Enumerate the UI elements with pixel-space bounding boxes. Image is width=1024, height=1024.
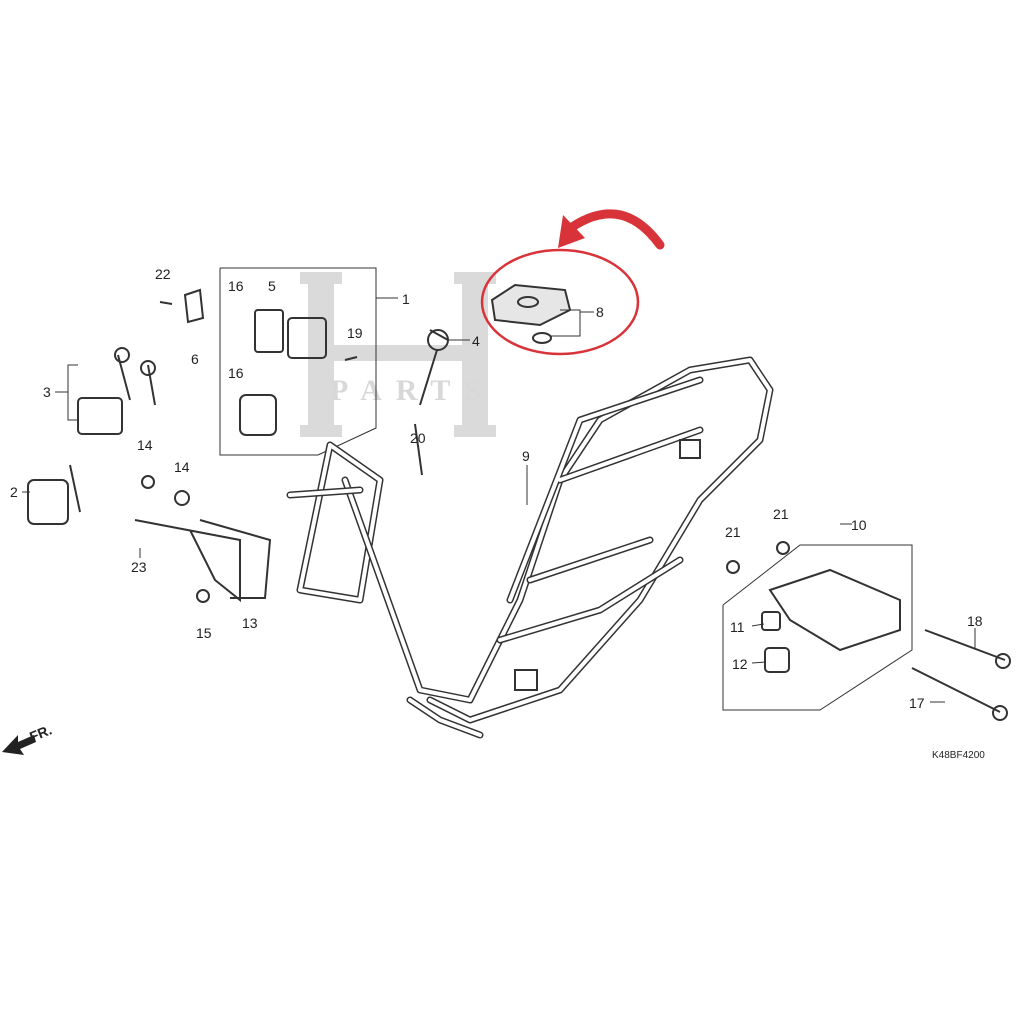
callout-9: 9 [522, 448, 530, 464]
callout-4: 4 [472, 333, 480, 349]
callout-16: 16 [228, 278, 244, 294]
callout-14: 14 [174, 459, 190, 475]
front-label: FR. [27, 721, 54, 744]
diagram-code: K48BF4200 [932, 750, 985, 761]
watermark-logo: PARTS [300, 272, 496, 437]
small-parts [27, 288, 1011, 721]
callout-1: 1 [402, 291, 410, 307]
highlight-circle [480, 248, 640, 356]
callout-8: 8 [596, 304, 604, 320]
highlight-arrow [560, 209, 665, 250]
callout-22: 22 [155, 266, 171, 282]
callout-20: 20 [410, 430, 426, 446]
callout-15: 15 [196, 625, 212, 641]
engine-hanger-group-box [722, 544, 913, 711]
callout-13: 13 [242, 615, 258, 631]
callout-2: 2 [10, 484, 18, 500]
callout-11: 11 [730, 619, 745, 635]
body-frame [286, 356, 774, 739]
callout-21: 21 [725, 524, 741, 540]
callout-21: 21 [773, 506, 789, 522]
callout-19: 19 [347, 325, 363, 341]
callout-23: 23 [131, 559, 147, 575]
leader-lines [22, 297, 976, 703]
key-set-group-box [219, 267, 377, 456]
callout-5: 5 [268, 278, 276, 294]
callout-6: 6 [191, 351, 199, 367]
callout-14: 14 [137, 437, 153, 453]
arrow-head-icon [558, 215, 585, 248]
callout-10: 10 [851, 517, 867, 533]
watermark-text: PARTS [330, 374, 495, 407]
front-direction-indicator: FR. [2, 721, 54, 755]
callout-3: 3 [43, 384, 51, 400]
highlighted-part-8 [480, 209, 665, 356]
callout-12: 12 [732, 656, 748, 672]
callout-18: 18 [967, 613, 983, 629]
callout-16: 16 [228, 365, 244, 381]
callout-17: 17 [909, 695, 925, 711]
front-arrow-icon [2, 735, 36, 755]
